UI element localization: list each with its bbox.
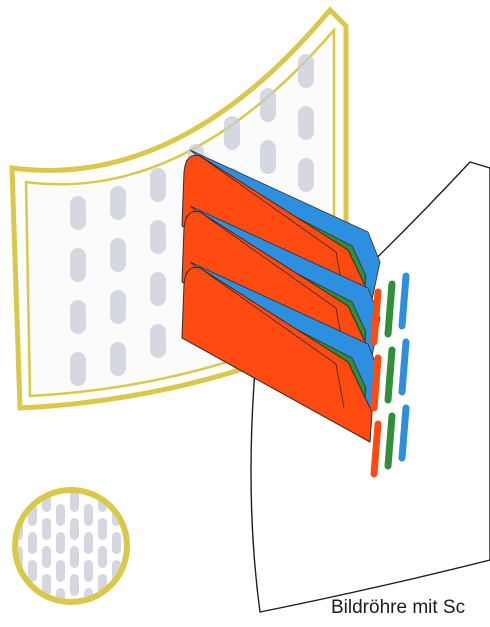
mask-detail-slot — [42, 546, 51, 568]
mask-detail-slot — [14, 602, 23, 624]
mask-detail-slot — [112, 532, 121, 554]
mask-slot — [260, 88, 276, 122]
stripe-red — [374, 424, 378, 474]
mask-detail-slot — [84, 616, 93, 627]
phosphor-stripes — [374, 276, 406, 474]
mask-slot — [150, 324, 166, 358]
mask-detail-slot — [56, 532, 65, 554]
mask-detail-slot — [98, 546, 107, 568]
mask-detail-slot — [56, 504, 65, 526]
mask-slot — [298, 158, 314, 192]
stripe-blue — [402, 276, 406, 326]
mask-slot — [150, 272, 166, 306]
mask-detail-circle — [14, 490, 127, 627]
mask-slot — [110, 186, 126, 220]
mask-slot — [110, 290, 126, 324]
mask-detail-slot — [14, 490, 23, 512]
mask-detail-slot — [70, 602, 79, 624]
mask-detail-slot — [70, 574, 79, 596]
mask-slot — [298, 106, 314, 140]
mask-slot — [260, 140, 276, 174]
mask-detail-slot — [56, 560, 65, 582]
mask-detail-slot — [84, 532, 93, 554]
mask-detail-slot — [98, 602, 107, 624]
stripe-blue — [402, 342, 406, 392]
mask-detail-slot — [84, 560, 93, 582]
mask-slot — [70, 248, 86, 282]
mask-detail-slot — [28, 532, 37, 554]
mask-detail-slot — [84, 504, 93, 526]
mask-slot — [70, 196, 86, 230]
stripe-green — [388, 350, 392, 400]
stripe-green — [388, 416, 392, 466]
mask-slot — [150, 168, 166, 202]
mask-detail-slot — [70, 546, 79, 568]
mask-detail-slot — [112, 616, 121, 627]
mask-slot — [70, 300, 86, 334]
mask-detail-slot — [42, 602, 51, 624]
mask-detail-slot — [42, 518, 51, 540]
stripe-red — [374, 292, 378, 342]
mask-detail-slot — [98, 518, 107, 540]
mask-detail-slot — [28, 560, 37, 582]
caption: Bildröhre mit Sc — [331, 597, 465, 619]
mask-detail-slot — [112, 588, 121, 610]
mask-slot — [110, 342, 126, 376]
mask-detail-slot — [70, 518, 79, 540]
mask-slot — [298, 54, 314, 88]
stripe-red — [374, 358, 378, 408]
mask-slot — [150, 220, 166, 254]
mask-slot — [110, 238, 126, 272]
mask-detail-slot — [56, 616, 65, 627]
mask-detail-slot — [28, 616, 37, 627]
stripe-green — [388, 284, 392, 334]
mask-slot — [224, 116, 240, 150]
mask-slot — [70, 352, 86, 386]
stripe-blue — [402, 408, 406, 458]
